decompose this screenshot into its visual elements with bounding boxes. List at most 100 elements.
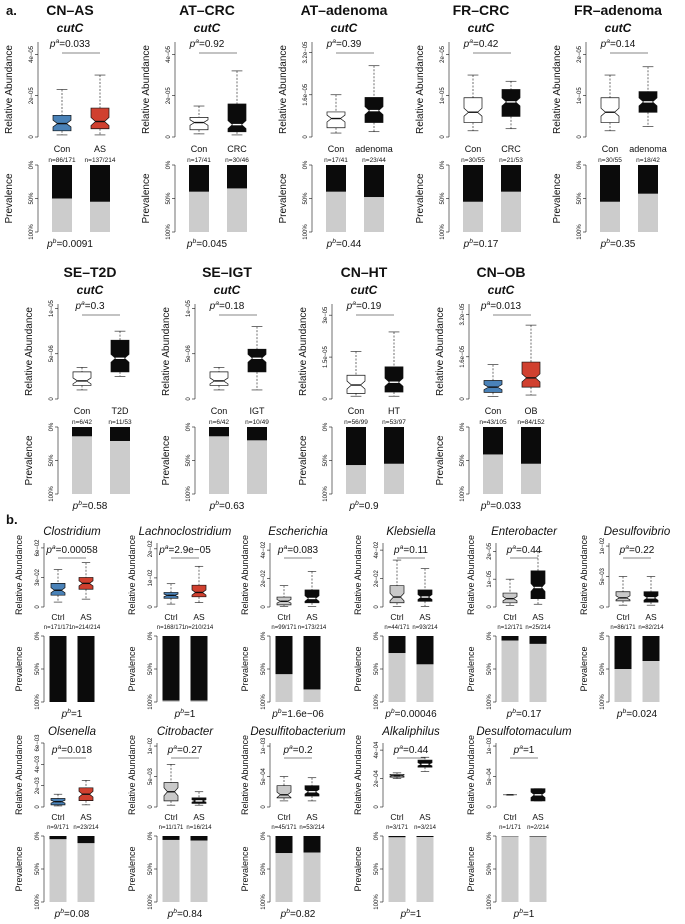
pa-label: pa=0.00058 bbox=[45, 544, 98, 556]
pa-label: pa=1 bbox=[513, 744, 535, 756]
prev-bar-case-present bbox=[642, 636, 660, 662]
x-label-case: AS bbox=[80, 612, 92, 622]
y-axis-label: Relative Abundance bbox=[435, 307, 446, 396]
prev-bar-control-present bbox=[388, 636, 406, 654]
prev-bar-case-present bbox=[303, 636, 321, 690]
y-tick-label: 3e−05 bbox=[323, 306, 329, 324]
x-label-case: AS bbox=[306, 612, 318, 622]
panel-title: Desulfotomaculum bbox=[476, 726, 572, 738]
n-label-control: n=168/171 bbox=[157, 625, 186, 631]
y-tick-label: 2e−05 bbox=[29, 87, 35, 105]
prev-tick-label: 50% bbox=[487, 662, 493, 675]
y-axis-label: Relative Abundance bbox=[4, 45, 15, 134]
prev-bar-control-absent bbox=[189, 191, 209, 232]
y-tick-label: 2e−03 bbox=[35, 777, 41, 795]
x-label-case: AS bbox=[193, 812, 205, 822]
n-label-control: n=12/171 bbox=[497, 625, 523, 631]
n-label-control: n=9/171 bbox=[47, 825, 70, 831]
n-label-control: n=11/171 bbox=[159, 825, 184, 831]
case-box bbox=[247, 348, 267, 373]
y-tick-label: 2e−02 bbox=[261, 569, 267, 587]
gene-label: cutC bbox=[57, 21, 84, 35]
prev-tick-label: 100% bbox=[261, 694, 267, 710]
prev-tick-label: 0% bbox=[35, 631, 41, 640]
y-tick-label: 6e−02 bbox=[35, 539, 41, 557]
prev-bar-control-present bbox=[501, 636, 519, 641]
y-tick-label: 4e−03 bbox=[35, 755, 41, 773]
y-tick-label: 2e−04 bbox=[374, 769, 380, 787]
prev-tick-label: 50% bbox=[460, 454, 466, 467]
control-box bbox=[72, 371, 92, 386]
y-tick-label: 1e−02 bbox=[148, 569, 154, 587]
prev-bar-control-absent bbox=[614, 669, 632, 702]
pb-label: pb=0.0091 bbox=[46, 238, 93, 250]
y-tick-label: 2e−05 bbox=[166, 87, 172, 105]
n-label-case: n=23/214 bbox=[73, 825, 99, 831]
panel-title: AT–CRC bbox=[179, 2, 235, 18]
prev-tick-label: 100% bbox=[35, 894, 41, 910]
pb-label: pb=0.17 bbox=[506, 708, 542, 720]
panel-r4-2: Desulfitobacteriumpa=0.205e−041e−03Relat… bbox=[240, 726, 346, 920]
n-label-control: n=56/99 bbox=[344, 419, 368, 426]
prev-bar-case-absent bbox=[529, 643, 547, 702]
prev-axis-label: Prevalence bbox=[4, 173, 15, 223]
pa-label: pa=2.9e−05 bbox=[158, 544, 211, 556]
prev-axis-label: Prevalence bbox=[161, 435, 172, 485]
prev-bar-case-present bbox=[190, 636, 208, 701]
prev-axis-label: Prevalence bbox=[435, 435, 446, 485]
y-tick-label: 1e−02 bbox=[600, 537, 606, 555]
x-label-control: Ctrl bbox=[51, 612, 64, 622]
y-tick-label: 0 bbox=[29, 135, 35, 139]
x-label-control: Con bbox=[348, 406, 365, 416]
prev-tick-label: 50% bbox=[323, 454, 329, 467]
prev-bar-case-absent bbox=[364, 197, 384, 232]
prev-tick-label: 50% bbox=[440, 192, 446, 205]
prev-bar-control-absent bbox=[463, 201, 483, 232]
pa-label: pa=0.19 bbox=[346, 300, 382, 312]
pa-label: pa=0.11 bbox=[393, 544, 428, 556]
prev-tick-label: 0% bbox=[49, 422, 55, 431]
prev-tick-label: 0% bbox=[166, 160, 172, 169]
prev-tick-label: 0% bbox=[460, 422, 466, 431]
prev-bar-control-present bbox=[209, 427, 229, 437]
prev-bar-control-absent bbox=[72, 436, 92, 494]
prev-tick-label: 0% bbox=[148, 631, 154, 640]
y-tick-label: 3.2e−05 bbox=[303, 41, 309, 64]
prev-bar-case-present bbox=[364, 165, 384, 198]
control-box bbox=[209, 371, 229, 386]
panel-title: CN–HT bbox=[341, 264, 388, 280]
y-tick-label: 2e−05 bbox=[440, 45, 446, 63]
panel-title: Clostridium bbox=[43, 526, 101, 538]
prev-bar-control-present bbox=[49, 636, 67, 702]
prev-tick-label: 50% bbox=[577, 192, 583, 205]
y-tick-label: 0 bbox=[460, 397, 466, 401]
x-label-case: AS bbox=[532, 812, 544, 822]
n-label-case: n=137/214 bbox=[85, 157, 116, 164]
x-label-control: Con bbox=[54, 144, 71, 154]
panel-title: SE–T2D bbox=[64, 264, 117, 280]
y-tick-label: 1e−02 bbox=[148, 737, 154, 755]
y-axis-label: Relative Abundance bbox=[466, 735, 476, 815]
y-tick-label: 0 bbox=[303, 135, 309, 139]
prev-axis-label: Prevalence bbox=[141, 173, 152, 223]
panel-title: Klebsiella bbox=[386, 526, 435, 538]
control-box bbox=[463, 97, 483, 123]
prev-bar-case-absent bbox=[501, 191, 521, 232]
n-label-control: n=6/42 bbox=[72, 419, 92, 426]
prev-bar-control-absent bbox=[275, 674, 293, 702]
y-tick-label: 0 bbox=[166, 135, 172, 139]
pb-label: pb=0.9 bbox=[348, 500, 379, 512]
y-axis-label: Relative Abundance bbox=[353, 735, 363, 815]
case-box bbox=[417, 759, 433, 768]
control-box bbox=[326, 111, 346, 129]
prev-tick-label: 100% bbox=[148, 894, 154, 910]
prev-tick-label: 50% bbox=[166, 192, 172, 205]
n-label-case: n=30/46 bbox=[225, 157, 249, 164]
panel-r3-1: Lachnoclostridiumpa=2.9e−0501e−022e−02Re… bbox=[127, 526, 232, 720]
prev-bar-control-absent bbox=[275, 853, 293, 902]
prev-bar-case-present bbox=[77, 636, 95, 702]
n-label-control: n=1/171 bbox=[499, 825, 522, 831]
prev-bar-case-present bbox=[638, 165, 658, 194]
